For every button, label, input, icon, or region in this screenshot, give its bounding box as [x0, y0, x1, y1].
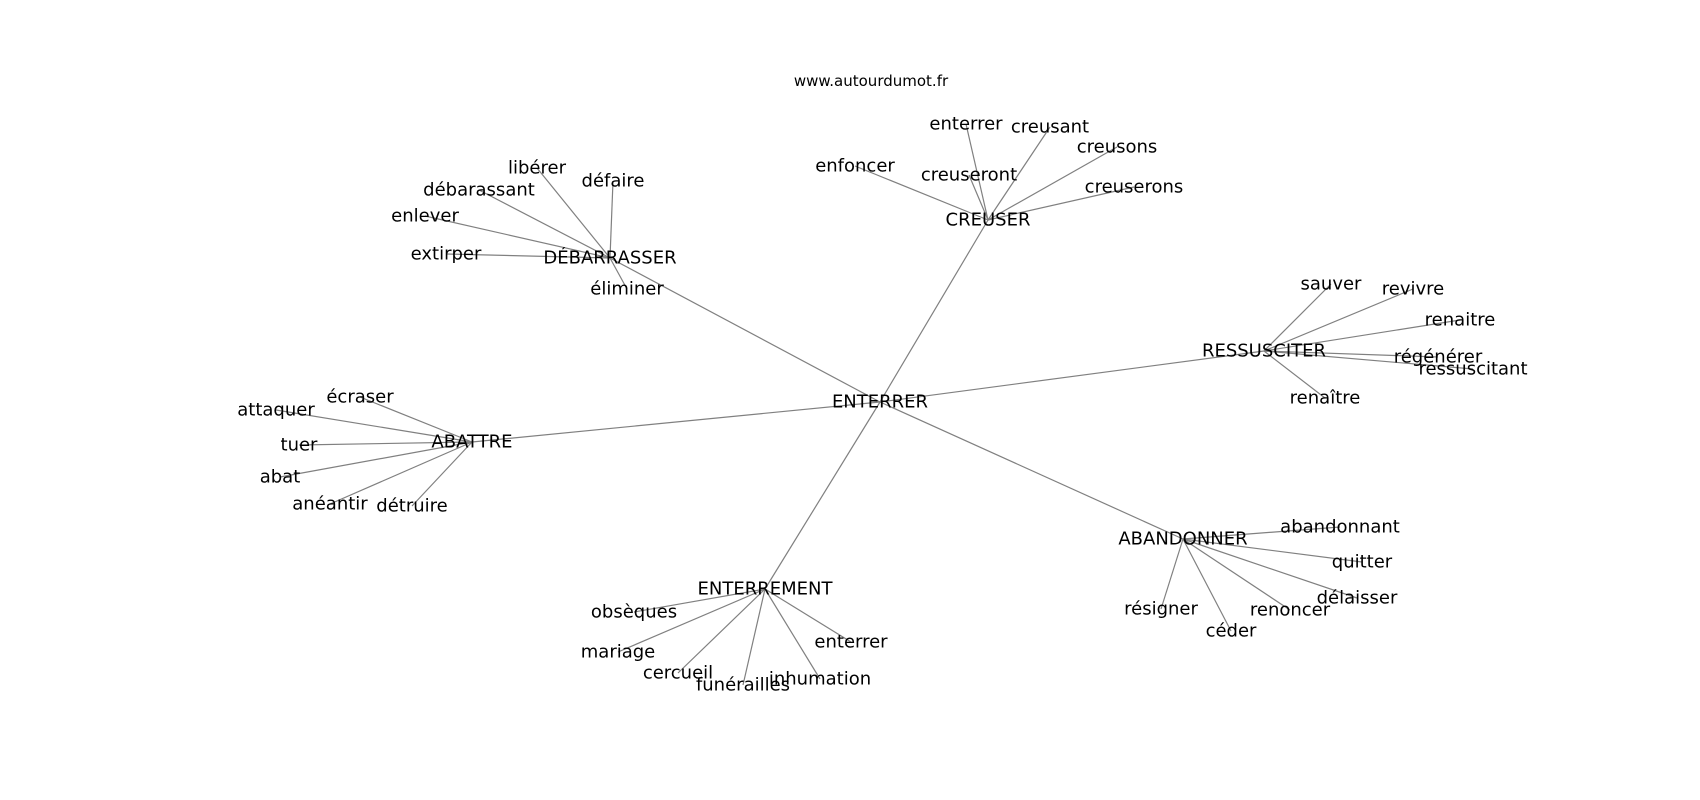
edge-hub-to-word	[617, 588, 766, 653]
edge-hub-to-word	[1263, 350, 1474, 370]
edge-hub-to-word	[1182, 526, 1341, 540]
edge-hub-to-word	[279, 441, 473, 478]
word-node-label[interactable]: renoncer	[1250, 600, 1331, 621]
hub-node-label[interactable]: DÉBARRASSER	[543, 247, 676, 269]
edge-hub-to-word	[968, 174, 989, 221]
edge-root-to-hub	[764, 401, 881, 590]
edge-root-to-hub	[471, 401, 881, 443]
edge-hub-to-word	[1263, 288, 1414, 352]
edge-hub-to-word	[764, 588, 852, 643]
word-node-label[interactable]: enlever	[391, 206, 459, 227]
word-node-label[interactable]: cercueil	[643, 663, 713, 684]
edge-hub-to-word	[1263, 283, 1332, 352]
edge-hub-to-word	[1160, 538, 1184, 610]
labels: ENTERRER DÉBARRASSER libérer défaire débaras…	[237, 114, 1527, 696]
word-node-label[interactable]: abat	[260, 467, 301, 488]
word-node-label[interactable]: funérailles	[696, 675, 790, 696]
word-node-label[interactable]: anéantir	[292, 494, 368, 515]
word-node-label[interactable]: enterrer	[814, 632, 888, 653]
word-node-label[interactable]: quitter	[1332, 552, 1393, 573]
hub-node-label[interactable]: ENTERREMENT	[698, 579, 834, 600]
hub-node-label[interactable]: ABANDONNER	[1118, 529, 1247, 550]
edge-hub-to-word	[677, 588, 766, 674]
edge-hub-to-word	[1263, 319, 1461, 352]
edge-hub-to-word	[445, 253, 611, 259]
edge-hub-to-word	[298, 441, 473, 446]
edge-hub-to-word	[329, 441, 473, 505]
word-node-label[interactable]: défaire	[582, 171, 645, 192]
word-node-label[interactable]: creusant	[1011, 117, 1089, 138]
hub-node-label[interactable]: RESSUSCITER	[1202, 341, 1326, 362]
word-node-label[interactable]: abandonnant	[1280, 517, 1400, 538]
word-node-label[interactable]: sauver	[1301, 274, 1363, 295]
edge-hub-to-word	[1182, 538, 1363, 563]
edge-hub-to-word	[359, 396, 473, 443]
edge-hub-to-word	[854, 165, 989, 221]
edge-hub-to-word	[987, 186, 1135, 221]
word-node-label[interactable]: résigner	[1124, 599, 1198, 620]
root-node-label[interactable]: ENTERRER	[832, 392, 928, 413]
edge-hub-to-word	[1263, 350, 1326, 399]
hub-node-label[interactable]: ABATTRE	[431, 432, 512, 453]
word-node-label[interactable]: creuseront	[921, 165, 1017, 186]
edge-hub-to-word	[1182, 538, 1291, 611]
word-node-label[interactable]: attaquer	[237, 400, 315, 421]
word-node-label[interactable]: délaisser	[1317, 588, 1398, 609]
edge-hub-to-word	[633, 588, 766, 613]
edge-root-to-hub	[879, 350, 1265, 403]
word-node-label[interactable]: obsèques	[591, 602, 677, 623]
word-node-label[interactable]: libérer	[508, 158, 567, 179]
edge-hub-to-word	[987, 146, 1118, 221]
edge-hub-to-word	[1182, 538, 1232, 632]
edge-hub-to-word	[478, 189, 611, 259]
word-node-label[interactable]: céder	[1206, 621, 1257, 642]
site-url: www.autourdumot.fr	[793, 72, 949, 90]
word-node-label[interactable]: mariage	[581, 642, 656, 663]
word-node-label[interactable]: enterrer	[929, 114, 1003, 135]
edge-hub-to-word	[411, 441, 473, 507]
edge-hub-to-word	[275, 409, 473, 443]
word-node-label[interactable]: extirper	[411, 244, 482, 265]
edge-hub-to-word	[987, 126, 1051, 221]
word-node-label[interactable]: creusons	[1077, 137, 1158, 158]
edge-hub-to-word	[424, 215, 611, 259]
edge-hub-to-word	[609, 180, 614, 259]
edge-hub-to-word	[965, 123, 989, 221]
word-node-label[interactable]: enfoncer	[815, 156, 895, 177]
word-node-label[interactable]: tuer	[281, 435, 319, 456]
edge-root-to-hub	[879, 401, 1184, 540]
word-node-label[interactable]: renaître	[1290, 388, 1361, 409]
word-node-label[interactable]: écraser	[326, 387, 394, 408]
word-node-label[interactable]: renaitre	[1425, 310, 1496, 331]
edge-hub-to-word	[1263, 350, 1439, 358]
edge-hub-to-word	[1182, 538, 1358, 599]
word-node-label[interactable]: régénérer	[1394, 347, 1483, 368]
word-node-label[interactable]: creuserons	[1085, 177, 1184, 198]
edge-hub-to-word	[742, 588, 766, 686]
edges	[275, 123, 1474, 686]
edge-root-to-hub	[609, 257, 881, 403]
word-node-label[interactable]: ressuscitant	[1418, 359, 1527, 380]
word-node-label[interactable]: éliminer	[590, 279, 664, 300]
edge-hub-to-word	[764, 588, 821, 680]
word-node-label[interactable]: inhumation	[769, 669, 871, 690]
edge-hub-to-word	[536, 167, 611, 259]
word-node-label[interactable]: revivre	[1382, 279, 1444, 300]
word-node-label[interactable]: débarassant	[423, 180, 535, 201]
word-node-label[interactable]: détruire	[376, 496, 447, 517]
edge-root-to-hub	[879, 219, 989, 403]
hub-node-label[interactable]: CREUSER	[946, 210, 1031, 231]
edge-hub-to-word	[609, 257, 628, 290]
